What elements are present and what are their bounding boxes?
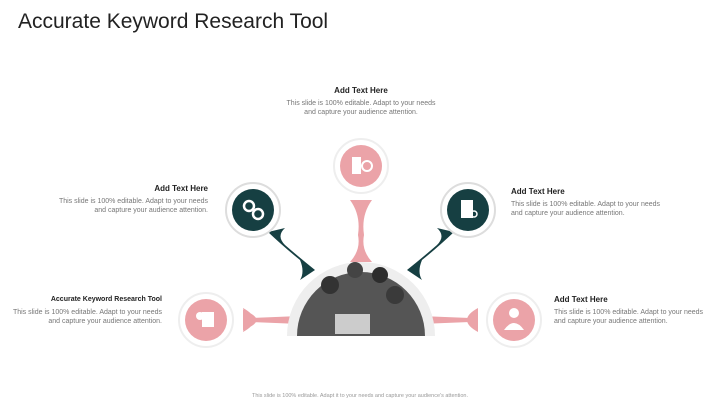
connector-top [350, 200, 372, 262]
body: This slide is 100% editable. Adapt to yo… [58, 198, 208, 214]
body: This slide is 100% editable. Adapt to yo… [12, 309, 162, 325]
node-upper-right [440, 182, 496, 238]
connector-upper-right [407, 228, 454, 280]
text-block-upper-left: Add Text Here This slide is 100% editabl… [58, 184, 208, 215]
heading: Accurate Keyword Research Tool [50, 296, 162, 303]
text-block-lower-left: Accurate Keyword Research Tool This slid… [12, 295, 162, 326]
body: This slide is 100% editable. Adapt to yo… [554, 309, 704, 325]
node-lower-left [178, 292, 234, 348]
node-upper-left [225, 182, 281, 238]
text-block-lower-right: Add Text Here This slide is 100% editabl… [554, 295, 704, 326]
text-block-upper-right: Add Text Here This slide is 100% editabl… [511, 187, 661, 218]
body: This slide is 100% editable. Adapt to yo… [286, 100, 436, 116]
node-top [333, 138, 389, 194]
footer-note: This slide is 100% editable. Adapt it to… [252, 393, 468, 399]
node-lower-right [486, 292, 542, 348]
body: This slide is 100% editable. Adapt to yo… [511, 201, 661, 217]
heading: Add Text Here [554, 295, 608, 304]
heading: Add Text Here [334, 86, 388, 95]
page-title: Accurate Keyword Research Tool [18, 10, 329, 33]
connector-upper-left [268, 228, 315, 280]
heading: Add Text Here [154, 184, 208, 193]
heading: Add Text Here [511, 187, 565, 196]
text-block-top: Add Text Here This slide is 100% editabl… [286, 86, 436, 117]
connector-lower-right [420, 308, 478, 332]
connector-lower-left [243, 308, 300, 332]
